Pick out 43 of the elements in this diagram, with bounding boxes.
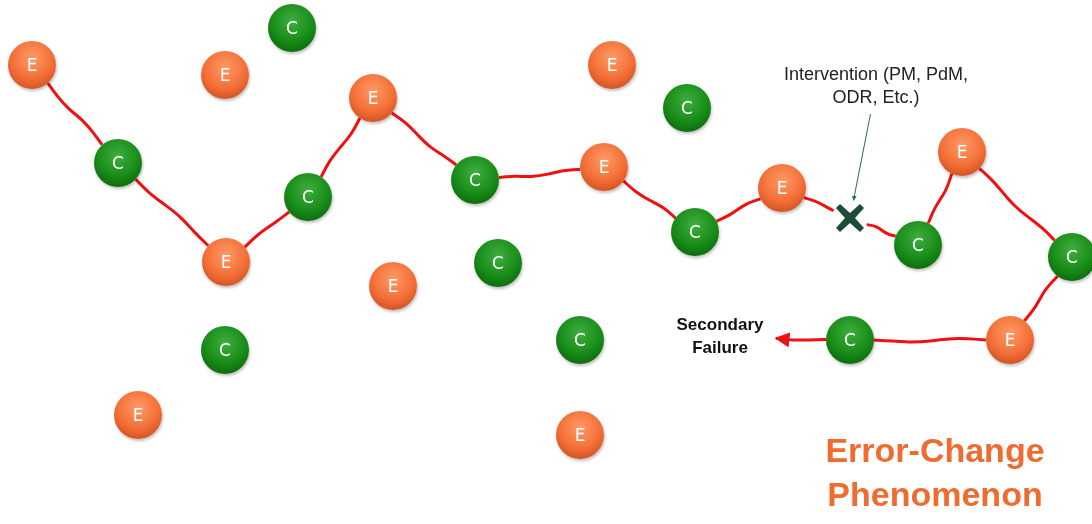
error-circle: E [114, 391, 162, 439]
change-circle: C [284, 173, 332, 221]
error-circle: E [588, 41, 636, 89]
connector-line [390, 111, 458, 167]
connector-line [715, 197, 762, 223]
error-circle: E [986, 316, 1034, 364]
connector-line [46, 82, 104, 146]
error-circle: E [758, 164, 806, 212]
error-circle: E [349, 74, 397, 122]
change-circle: C [671, 208, 719, 256]
connector-line [1023, 275, 1059, 322]
connector-line [498, 167, 581, 180]
arrow [774, 332, 827, 348]
error-circle: E [201, 51, 249, 99]
change-circle: C [826, 316, 874, 364]
change-circle: C [201, 326, 249, 374]
error-circle: E [8, 41, 56, 89]
change-circle: C [451, 156, 499, 204]
title: Error-Change Phenomenon [824, 430, 1046, 516]
connector-line [803, 196, 835, 213]
change-circle: C [663, 84, 711, 132]
connector-line [622, 179, 677, 220]
change-circle: C [1048, 233, 1092, 281]
change-circle: C [894, 221, 942, 269]
change-circle: C [474, 239, 522, 287]
connector-line [873, 337, 987, 344]
connector-line [978, 167, 1056, 242]
error-circle: E [369, 262, 417, 310]
leader-line [851, 113, 871, 201]
connector-line [134, 178, 210, 247]
connector-line [866, 223, 897, 238]
change-circle: C [556, 316, 604, 364]
error-circle: E [580, 143, 628, 191]
error-circle: E [202, 238, 250, 286]
connector-line [243, 210, 291, 249]
connector-line [319, 117, 362, 178]
connector-line [926, 173, 954, 224]
change-circle: C [268, 4, 316, 52]
outcome-label: Secondary Failure [664, 311, 776, 363]
intervention-label: Intervention (PM, PdM, ODR, Etc.) [776, 58, 976, 114]
error-circle: E [556, 411, 604, 459]
change-circle: C [94, 139, 142, 187]
error-circle: E [938, 128, 986, 176]
